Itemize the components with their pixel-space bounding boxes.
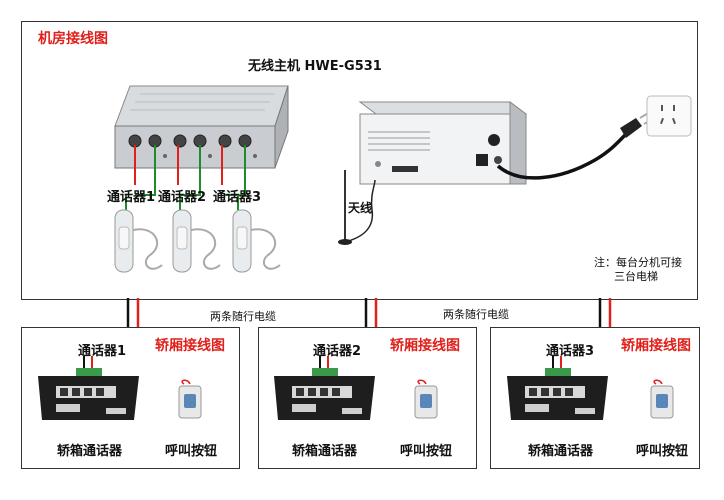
car-3-device-label: 轿箱通话器 — [528, 444, 594, 459]
phone-label-3: 通话器3 — [213, 190, 262, 205]
handset-2 — [172, 209, 221, 273]
car-3-call-button — [650, 379, 674, 419]
car-3-phone-label: 通话器3 — [546, 344, 595, 359]
car-2-phone-label: 通话器2 — [313, 344, 362, 359]
car-1-title: 轿厢接线图 — [155, 338, 225, 354]
host-back-unit — [358, 101, 528, 185]
phone-label-1: 通话器1 — [107, 190, 156, 205]
note-line-1: 注：每台分机可接 — [594, 256, 682, 269]
handset-1 — [114, 209, 163, 273]
handset-3 — [232, 209, 281, 273]
phone-label-2: 通话器2 — [158, 190, 207, 205]
antenna-icon — [338, 170, 376, 245]
car-3-intercom-box — [507, 356, 608, 420]
car-3-title: 轿厢接线图 — [621, 338, 691, 354]
car-2-button-label: 呼叫按钮 — [400, 444, 453, 459]
cable-label-1: 两条随行电缆 — [210, 310, 276, 323]
car-1-phone-label: 通话器1 — [78, 344, 127, 359]
car-1-intercom-box — [38, 356, 139, 420]
machine-room-title: 机房接线图 — [38, 31, 108, 47]
antenna-label: 天线 — [348, 201, 373, 215]
note-line-2: 三台电梯 — [614, 270, 658, 283]
host-name: 无线主机 HWE-G531 — [248, 59, 382, 74]
car-2-call-button — [414, 379, 438, 419]
car-2-intercom-box — [274, 356, 375, 420]
car-1-device-label: 轿箱通话器 — [57, 444, 123, 459]
car-2-device-label: 轿箱通话器 — [292, 444, 358, 459]
wall-outlet — [646, 95, 692, 137]
car-3-button-label: 呼叫按钮 — [636, 444, 689, 459]
car-2-title: 轿厢接线图 — [390, 338, 460, 354]
cable-label-2: 两条随行电缆 — [443, 308, 509, 321]
car-1-button-label: 呼叫按钮 — [165, 444, 218, 459]
car-1-call-button — [178, 379, 202, 419]
host-front-unit — [114, 85, 289, 169]
